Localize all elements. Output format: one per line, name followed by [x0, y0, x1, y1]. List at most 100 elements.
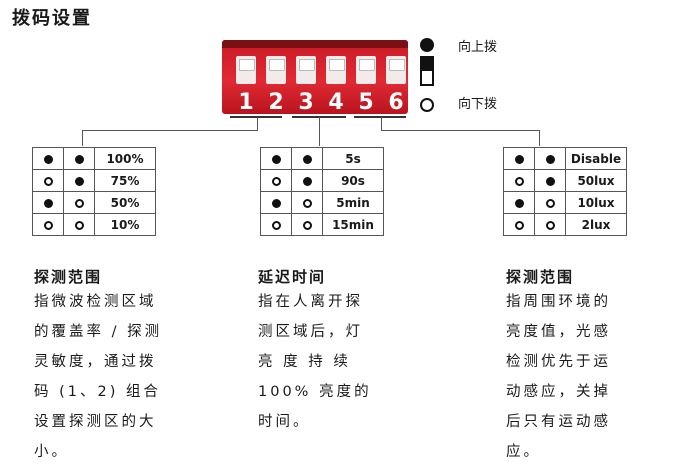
switch-pair-3-underline	[354, 116, 406, 118]
switch-4-cell	[291, 147, 323, 170]
dip-state-icon	[514, 199, 524, 208]
value-cell: 2lux	[565, 213, 627, 236]
table-row: 90s	[260, 169, 384, 192]
dip-knob	[329, 59, 345, 71]
switch-1-cell	[32, 169, 64, 192]
light-sensor-table: Disable 50lux 10lux 2lux	[503, 147, 627, 236]
dip-number-2: 2	[268, 90, 284, 114]
dip-number-6: 6	[388, 90, 404, 114]
dip-state-icon	[74, 199, 84, 208]
dip-state-icon	[271, 155, 281, 164]
dip-pcb-edge	[222, 40, 408, 48]
dip-knob	[359, 59, 375, 71]
value-cell: 5min	[322, 191, 384, 214]
dip-state-icon	[43, 221, 53, 230]
dip-state-icon	[74, 177, 84, 186]
dip-slot-1	[236, 56, 256, 84]
value-cell: 100%	[94, 147, 156, 170]
value-cell: Disable	[565, 147, 627, 170]
dip-state-icon	[271, 199, 281, 208]
dip-slot-4	[326, 56, 346, 84]
dip-state-icon	[43, 199, 53, 208]
legend-filled-dot-icon	[420, 38, 434, 52]
dip-state-icon	[514, 155, 524, 164]
connector-3	[381, 117, 382, 130]
dip-knob	[299, 59, 315, 71]
switch-3-cell	[260, 213, 292, 236]
legend-open-dot-icon	[420, 98, 434, 112]
switch-4-cell	[291, 169, 323, 192]
switch-1-cell	[32, 213, 64, 236]
switch-6-cell	[534, 191, 566, 214]
switch-6-cell	[534, 213, 566, 236]
dip-state-icon	[302, 177, 312, 186]
section-text-detection-range: 指微波检测区域 的覆盖率 / 探测 灵敏度，通过拨 码 (1、2) 组合 设置探…	[34, 294, 163, 460]
table-row: 75%	[32, 169, 156, 192]
switch-3-cell	[260, 191, 292, 214]
dip-knob	[239, 59, 255, 71]
dip-slot-2	[266, 56, 286, 84]
dip-state-icon	[271, 177, 281, 186]
value-cell: 10%	[94, 213, 156, 236]
page-title: 拨码设置	[12, 8, 92, 29]
dip-state-icon	[514, 177, 524, 186]
switch-1-cell	[32, 147, 64, 170]
switch-pair-1-underline	[230, 116, 282, 118]
dip-slot-3	[296, 56, 316, 84]
table-row: 5min	[260, 191, 384, 214]
section-text-light-sensor: 指周围环境的 亮度值，光感 检测优先于运 动感应，关掉 后只有运动感 应。	[506, 294, 611, 460]
dip-knob	[269, 59, 285, 71]
switch-5-cell	[503, 169, 535, 192]
dip-state-icon	[545, 155, 555, 164]
dip-number-3: 3	[298, 90, 314, 114]
switch-5-cell	[503, 213, 535, 236]
connector-1	[82, 130, 83, 146]
switch-1-cell	[32, 191, 64, 214]
value-cell: 90s	[322, 169, 384, 192]
section-heading-light-sensor: 探测范围	[506, 268, 575, 286]
connector-3	[381, 130, 540, 131]
value-cell: 50lux	[565, 169, 627, 192]
switch-5-cell	[503, 147, 535, 170]
switch-3-cell	[260, 169, 292, 192]
sensitivity-table: 100% 75% 50% 10%	[32, 147, 156, 236]
dip-knob	[389, 59, 405, 71]
table-row: 10%	[32, 213, 156, 236]
dip-switch-photo: 1 2 3 4 5 6	[222, 40, 408, 114]
switch-6-cell	[534, 147, 566, 170]
table-row: Disable	[503, 147, 627, 170]
dip-state-icon	[545, 221, 555, 230]
legend-switch-icon	[420, 56, 434, 86]
dip-slot-6	[386, 56, 406, 84]
dip-number-1: 1	[238, 90, 254, 114]
section-heading-delay-time: 延迟时间	[258, 268, 327, 286]
dip-slot-5	[356, 56, 376, 84]
dip-state-icon	[302, 199, 312, 208]
table-row: 100%	[32, 147, 156, 170]
switch-2-cell	[63, 213, 95, 236]
switch-2-cell	[63, 147, 95, 170]
connector-2	[319, 117, 320, 146]
value-cell: 50%	[94, 191, 156, 214]
table-row: 10lux	[503, 191, 627, 214]
dip-state-icon	[545, 177, 555, 186]
table-row: 5s	[260, 147, 384, 170]
dip-state-icon	[43, 155, 53, 164]
connector-1	[257, 117, 258, 130]
dip-state-icon	[74, 155, 84, 164]
switch-6-cell	[534, 169, 566, 192]
value-cell: 10lux	[565, 191, 627, 214]
table-row: 2lux	[503, 213, 627, 236]
dip-state-icon	[271, 221, 281, 230]
dip-state-icon	[302, 155, 312, 164]
table-row: 50lux	[503, 169, 627, 192]
dip-state-icon	[545, 199, 555, 208]
switch-3-cell	[260, 147, 292, 170]
switch-4-cell	[291, 191, 323, 214]
legend-down-label: 向下拨	[458, 97, 498, 112]
switch-4-cell	[291, 213, 323, 236]
switch-2-cell	[63, 191, 95, 214]
dip-state-icon	[514, 221, 524, 230]
table-row: 50%	[32, 191, 156, 214]
section-heading-detection-range: 探测范围	[34, 268, 103, 286]
